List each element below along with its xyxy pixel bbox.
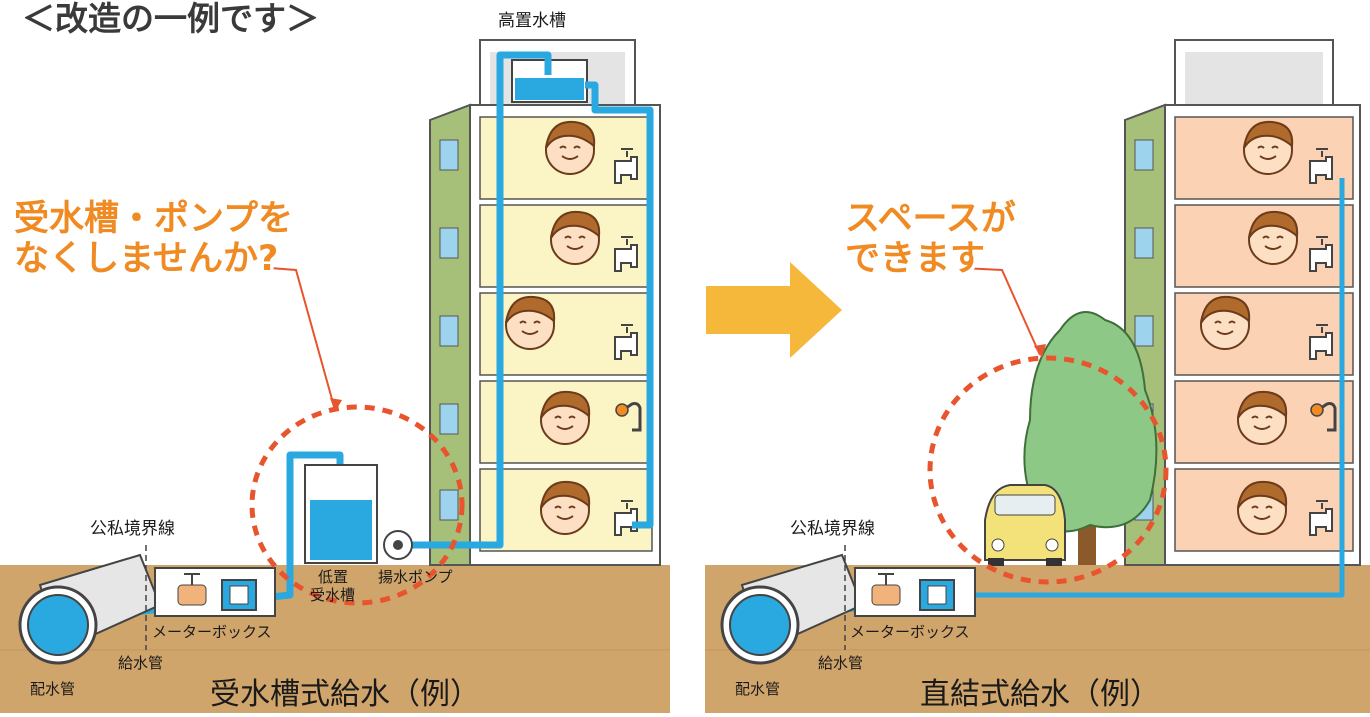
heading: ＜改造の一例です＞ [22, 0, 319, 38]
distribution-pipe-label: 配水管 [735, 680, 780, 698]
resident-icon [1237, 390, 1288, 445]
gate-valve-icon [177, 573, 207, 606]
distribution-pipe-label: 配水管 [30, 680, 75, 698]
resident-icon [540, 390, 591, 445]
resident-icon [1243, 120, 1294, 175]
resident-icon [1237, 480, 1288, 535]
service-pipe-label: 給水管 [118, 654, 163, 672]
low-receiving-tank [304, 464, 378, 564]
building-right [1124, 39, 1361, 566]
low-tank-label: 受水槽 [310, 586, 355, 604]
panel-caption: 受水槽式給水（例） [210, 677, 480, 712]
pump-label: 揚水ポンプ [378, 568, 453, 586]
shower-icon [615, 402, 642, 432]
meter-box-label: メーターボックス [152, 623, 272, 641]
water-meter-icon [221, 579, 257, 611]
building-left [429, 39, 661, 566]
meter-box-label: メーターボックス [850, 623, 970, 641]
meter-box-left [154, 567, 276, 617]
distribution-main-right [720, 553, 864, 665]
service-pipe-label: 給水管 [818, 654, 863, 672]
pump-icon [383, 530, 413, 560]
resident-icon [1200, 295, 1251, 350]
dashed-highlight-circle-right [927, 355, 1169, 585]
resident-icon [505, 295, 556, 350]
shower-icon [1310, 402, 1337, 432]
callout-pointer-right [961, 267, 1041, 356]
resident-icon [550, 210, 601, 265]
boundary-line-label: 公私境界線 [790, 519, 875, 539]
meter-box-right [854, 567, 976, 617]
resident-icon [540, 480, 591, 535]
resident-icon [1248, 210, 1299, 265]
callout-text: 受水槽・ポンプを [14, 198, 293, 239]
gate-valve-icon [871, 573, 901, 606]
panel-caption: 直結式給水（例） [920, 677, 1160, 712]
low-tank-label: 低置 [318, 568, 348, 586]
callout-text: できます [845, 239, 985, 279]
floor [479, 292, 653, 376]
elevated-tank-label: 高置水槽 [498, 11, 566, 31]
left-panel: 高置水槽 [0, 11, 670, 713]
water-meter-icon [919, 579, 955, 611]
boundary-line-label: 公私境界線 [90, 519, 175, 539]
resident-icon [545, 120, 596, 175]
callout-pointer-left [269, 267, 336, 411]
callout-text: なくしませんか? [14, 239, 278, 279]
right-panel: スペースが できます 公私境界線 メーターボックス 給水管 配水管 直結式給水（… [705, 39, 1370, 713]
callout-text: スペースが [845, 199, 1016, 239]
dashed-highlight-circle-left [249, 404, 465, 606]
tree-icon [1023, 311, 1158, 565]
transition-arrow-icon [706, 262, 842, 358]
car-icon [984, 484, 1066, 566]
